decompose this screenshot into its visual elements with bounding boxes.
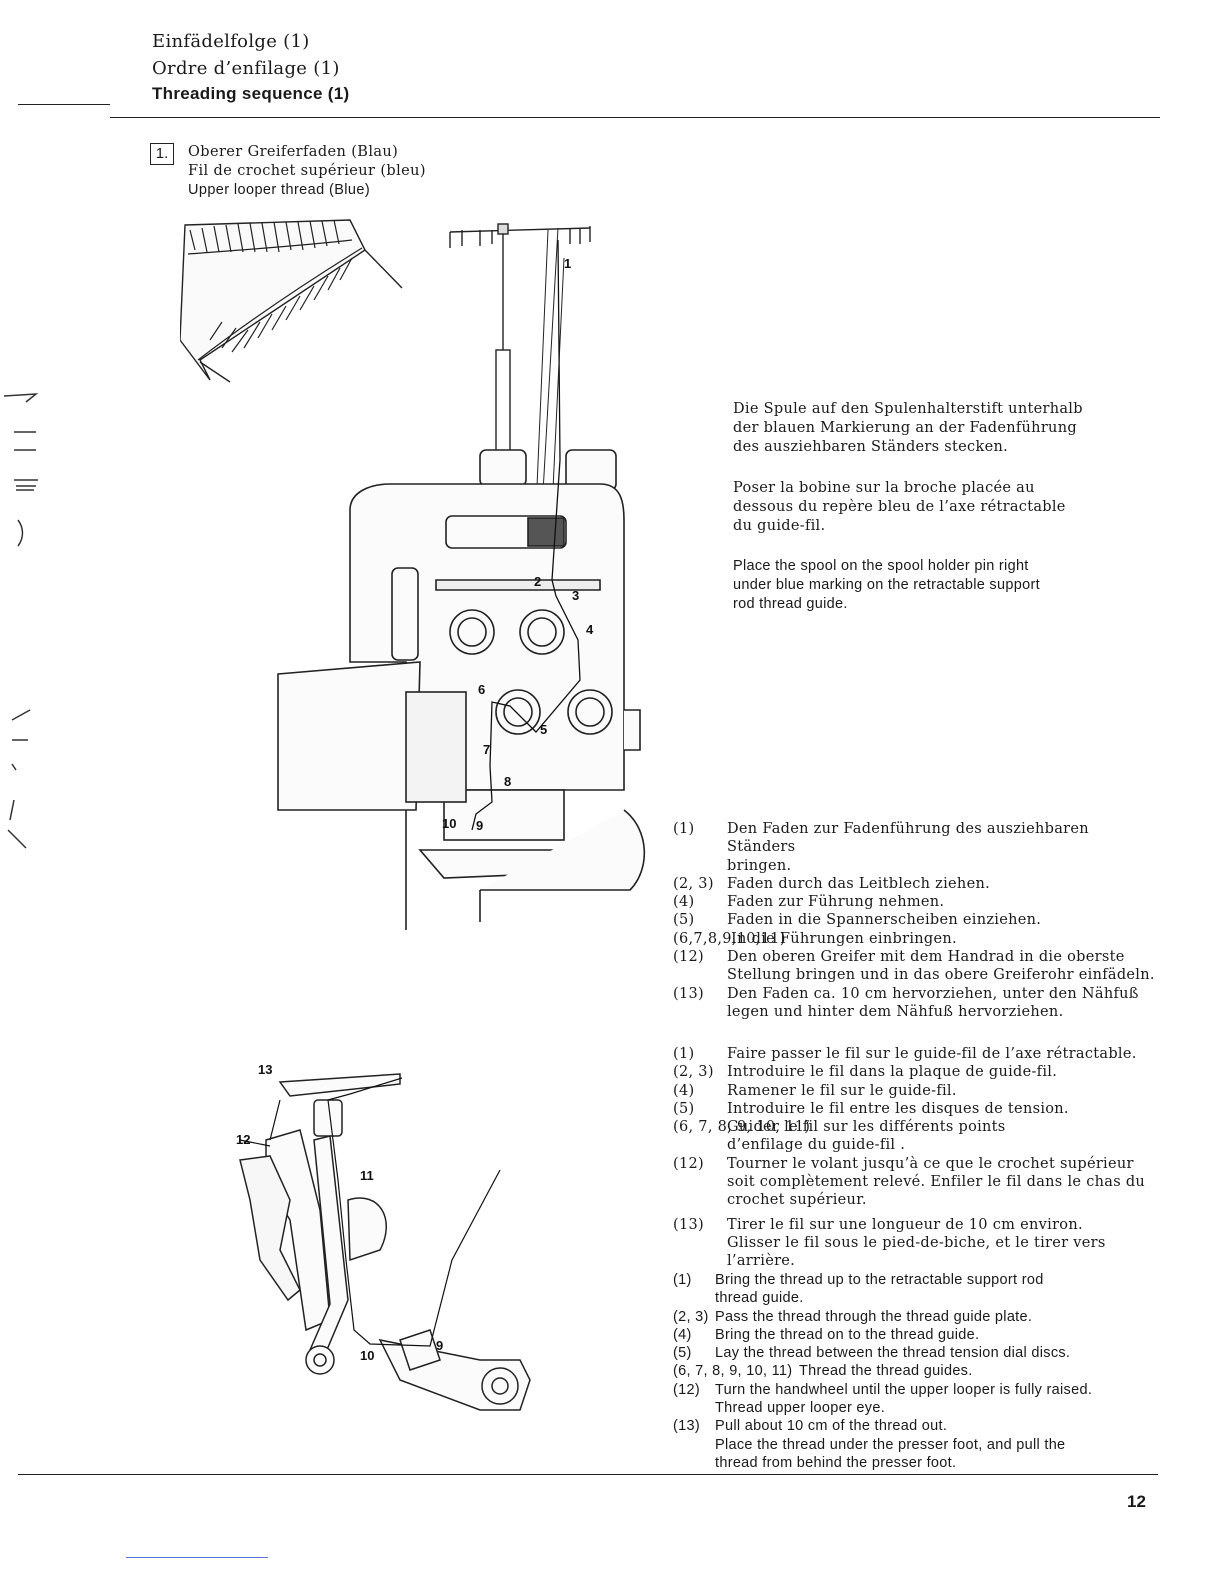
callout-numbers: 1 2 3 4 5 6 7 8 9 10 xyxy=(442,256,594,833)
list-item: (1)Bring the thread up to the retractabl… xyxy=(673,1272,1044,1307)
list-item: (13)Tirer le fil sur une longueur de 10 … xyxy=(673,1216,1106,1270)
step-heading: 1. xyxy=(150,143,182,165)
stitch-sample-illustration xyxy=(180,219,403,383)
intro-german: Die Spule auf den Spulenhalterstift unte… xyxy=(733,401,1083,455)
callout-12: 12 xyxy=(236,1132,250,1147)
callout-9: 9 xyxy=(476,818,483,833)
steps-german: (1)Den Faden zur Fadenführung des auszie… xyxy=(673,820,1158,1021)
callout-10: 10 xyxy=(442,816,456,831)
callout-9-detail: 9 xyxy=(436,1338,443,1353)
callout-13: 13 xyxy=(258,1062,272,1077)
callout-11: 11 xyxy=(360,1168,374,1183)
callout-8: 8 xyxy=(504,774,511,789)
callout-6: 6 xyxy=(478,682,485,697)
step-label-english: Upper looper thread (Blue) xyxy=(188,182,371,198)
list-item: (12)Turn the handwheel until the upper l… xyxy=(673,1381,1093,1417)
list-item: (6, 7, 8, 9, 10, 11)Guider le fil sur le… xyxy=(673,1119,1006,1154)
step-labels: Oberer Greiferfaden (Blau) Fil de croche… xyxy=(188,143,426,200)
looper-detail-figure: 13 12 11 10 9 xyxy=(236,1062,531,1411)
callout-2: 2 xyxy=(534,574,541,589)
scan-mark xyxy=(126,1557,268,1558)
list-item: (2, 3)Introduire le fil dans la plaque d… xyxy=(673,1064,1058,1081)
list-item: (13)Pull about 10 cm of the thread out.P… xyxy=(673,1418,1066,1471)
list-item: (2, 3)Faden durch das Leitblech ziehen. xyxy=(673,875,990,892)
step-label-german: Oberer Greiferfaden (Blau) xyxy=(188,144,399,160)
list-item: (6,7,8,9,10,11)In die Führungen einbring… xyxy=(673,930,957,947)
machine-threading-figure: 1 2 3 4 5 6 7 8 9 10 xyxy=(180,219,646,930)
list-item: (4)Ramener le fil sur le guide-fil. xyxy=(673,1082,957,1099)
page-number: 12 xyxy=(1127,1492,1146,1511)
callout-5: 5 xyxy=(540,722,547,737)
intro-french: Poser la bobine sur la broche placée au … xyxy=(733,480,1066,534)
list-item: (5)Faden in die Spannerscheiben einziehe… xyxy=(673,912,1042,929)
list-item: (4)Bring the thread on to the thread gui… xyxy=(673,1326,980,1343)
list-item: (12)Den oberen Greifer mit dem Handrad i… xyxy=(673,949,1155,984)
callout-4: 4 xyxy=(586,622,594,637)
callout-1: 1 xyxy=(564,256,571,271)
footer-rule xyxy=(18,1474,1158,1475)
title-french: Ordre d’enfilage (1) xyxy=(152,58,340,79)
step-number-box: 1. xyxy=(150,143,174,165)
margin-marks xyxy=(3,393,39,849)
callout-10-detail: 10 xyxy=(360,1348,374,1363)
steps-french: (1)Faire passer le fil sur le guide-fil … xyxy=(673,1045,1158,1271)
header-rule xyxy=(110,117,1160,118)
callout-7: 7 xyxy=(483,742,490,757)
intro-english: Place the spool on the spool holder pin … xyxy=(733,558,1040,612)
title-english: Threading sequence (1) xyxy=(152,84,350,103)
title-german: Einfädelfolge (1) xyxy=(152,31,310,52)
list-item: (12)Tourner le volant jusqu’à ce que le … xyxy=(673,1155,1146,1209)
list-item: (1)Den Faden zur Fadenführung des auszie… xyxy=(673,821,1089,874)
list-item: (2, 3)Pass the thread through the thread… xyxy=(673,1308,1033,1325)
list-item: (1)Faire passer le fil sur le guide-fil … xyxy=(673,1046,1137,1062)
step-label-french: Fil de crochet supérieur (bleu) xyxy=(188,163,426,179)
machine-body xyxy=(277,449,646,930)
thread-path xyxy=(471,239,581,831)
steps-english: (1)Bring the thread up to the retractabl… xyxy=(673,1271,1158,1472)
header-rule-left xyxy=(18,104,110,105)
list-item: (4)Faden zur Führung nehmen. xyxy=(673,894,945,911)
list-item: (6, 7, 8, 9, 10, 11)Thread the thread gu… xyxy=(673,1363,973,1380)
list-item: (5)Introduire le fil entre les disques d… xyxy=(673,1100,1069,1117)
callout-3: 3 xyxy=(572,588,579,603)
list-item: (13)Den Faden ca. 10 cm hervorziehen, un… xyxy=(673,985,1139,1020)
list-item: (5)Lay the thread between the thread ten… xyxy=(673,1345,1071,1362)
